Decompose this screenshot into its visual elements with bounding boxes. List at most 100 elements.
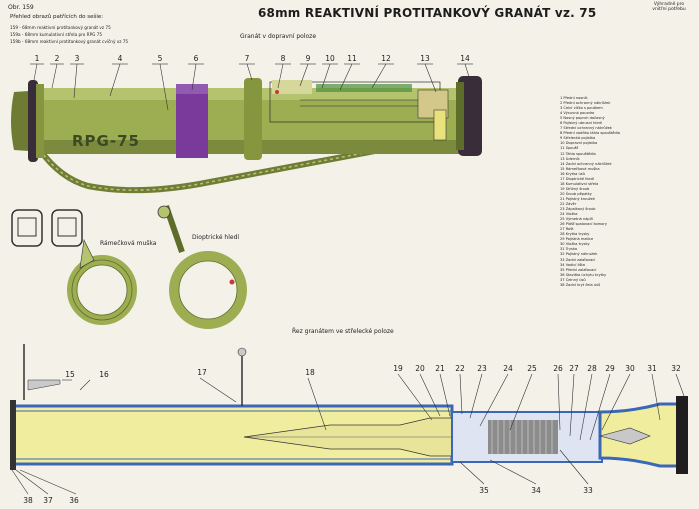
callout-number: 7 bbox=[244, 54, 250, 63]
callout-number: 22 bbox=[455, 364, 465, 373]
callout-number: 15 bbox=[65, 370, 75, 379]
callout-number: 27 bbox=[569, 364, 579, 373]
callout-number: 34 bbox=[531, 486, 541, 495]
parts-legend: 1 Přední nosník 2 Přední ochranný nákrůž… bbox=[560, 96, 680, 288]
callout-number: 3 bbox=[74, 54, 80, 63]
callout-number: 2 bbox=[54, 54, 60, 63]
diopter-sight-caption: Dioptrické hledí bbox=[192, 234, 240, 241]
sight-cover bbox=[176, 84, 208, 158]
legend-item: 28 Krytka trysky bbox=[560, 232, 590, 237]
callout-number: 26 bbox=[553, 364, 563, 373]
legend-item: 10 Dopravní pojistka bbox=[560, 141, 598, 146]
legend-item: 18 Kumulativní střela bbox=[560, 181, 599, 186]
legend-item: 22 Závěr bbox=[560, 201, 577, 206]
legend-item: 25 Výmetná náplň bbox=[560, 217, 593, 222]
callout-number: 13 bbox=[420, 54, 430, 63]
firing-rod bbox=[316, 84, 412, 92]
tube-marking: RPG-75 bbox=[72, 132, 140, 150]
callout-number: 9 bbox=[305, 54, 311, 63]
callout-number: 36 bbox=[69, 496, 79, 505]
legend-item: 34 Vodicí lišta bbox=[560, 262, 585, 267]
legend-item: 11 Spoušť bbox=[560, 146, 579, 151]
middle-ring bbox=[244, 78, 262, 160]
legend-item: 17 Dioptrické hledí bbox=[560, 176, 594, 181]
top-view-caption: Granát v dopravní poloze bbox=[240, 33, 317, 40]
legend-item: 12 Táhlo spouštědla bbox=[560, 151, 596, 156]
legend-item: 31 Tryska bbox=[560, 247, 578, 252]
legend-item: 27 Rošt bbox=[560, 227, 574, 232]
callout-number: 17 bbox=[197, 368, 207, 377]
legend-item: 23 Zápalkový šroub bbox=[560, 207, 596, 212]
frame-sight-caption: Rámečková muška bbox=[100, 240, 157, 247]
propellant-charge bbox=[488, 420, 558, 454]
overview-item: 159 - 68mm reaktivní protitankový granát… bbox=[10, 25, 111, 30]
sight-details bbox=[11, 205, 247, 329]
callout-number: 24 bbox=[503, 364, 513, 373]
legend-item: 7 Střední ochranný nákrůžek bbox=[560, 126, 612, 131]
launcher-section-view bbox=[10, 344, 688, 495]
callout-number: 12 bbox=[381, 54, 391, 63]
callout-number: 1 bbox=[34, 54, 40, 63]
launcher-top-view bbox=[11, 63, 482, 194]
callout-number: 29 bbox=[605, 364, 615, 373]
legend-item: 26 Plášť spalovací komory bbox=[560, 222, 607, 227]
section-view-caption: Řez granátem ve střelecké poloze bbox=[292, 328, 394, 335]
callout-number: 33 bbox=[583, 486, 593, 495]
callout-number: 38 bbox=[23, 496, 33, 505]
legend-item: 15 Rámečková muška bbox=[560, 166, 600, 171]
callout-number: 35 bbox=[479, 486, 489, 495]
legend-item: 3 Čelní víčko s poutkem bbox=[560, 106, 603, 111]
poster-title: 68mm REAKTIVNÍ PROTITANKOVÝ GRANÁT vz. 7… bbox=[258, 6, 597, 20]
legend-item: 14 Zadní ochranný nákrůžek bbox=[560, 161, 612, 166]
callout-number: 8 bbox=[280, 54, 286, 63]
callout-number: 37 bbox=[43, 496, 53, 505]
legend-item: 35 Přední zalaťovací bbox=[560, 267, 597, 272]
callout-number: 25 bbox=[527, 364, 537, 373]
callout-number: 30 bbox=[625, 364, 635, 373]
callout-number: 6 bbox=[193, 54, 199, 63]
callout-number: 19 bbox=[393, 364, 403, 373]
callout-number: 21 bbox=[435, 364, 445, 373]
legend-item: 2 Přední ochranný nákrůžek bbox=[560, 101, 611, 106]
callout-number: 4 bbox=[117, 54, 123, 63]
legend-item: 38 Zadní kryt čela úsů bbox=[560, 282, 601, 287]
front-rubber-ring bbox=[28, 80, 38, 162]
callout-number: 10 bbox=[325, 54, 335, 63]
legend-item: 21 Pojistný kroužek bbox=[560, 196, 595, 201]
callout-number: 16 bbox=[99, 370, 109, 379]
figure-number: Obr. 159 bbox=[8, 4, 34, 11]
legend-item: 4 Výsuvná pouzdro bbox=[560, 111, 595, 116]
legend-item: 20 Šroub pěpatky bbox=[560, 191, 592, 196]
legend-item: 24 Vložka bbox=[560, 212, 578, 217]
rear-end-cap bbox=[676, 396, 688, 474]
safety-pin bbox=[275, 90, 279, 94]
legend-item: 30 Vložka trysky bbox=[560, 242, 590, 247]
classification-note: Výhradně pro vnitřní potřebu bbox=[652, 2, 686, 12]
legend-item: 5 Nosný popruh dočasný bbox=[560, 116, 605, 121]
legend-item: 33 Zadní zalaťovací bbox=[560, 257, 596, 262]
legend-item: 1 Přední nosník bbox=[560, 96, 588, 100]
overview-item: 159b - 68mm reaktivní protitankový graná… bbox=[10, 39, 129, 44]
legend-item: 8 Přední vodítko táhla spouštědla bbox=[560, 131, 620, 136]
callout-number: 14 bbox=[460, 54, 470, 63]
callout-number: 18 bbox=[305, 368, 315, 377]
callout-number: 11 bbox=[347, 54, 357, 63]
callout-number: 32 bbox=[671, 364, 681, 373]
legend-item: 19 Střižný šroub bbox=[560, 186, 590, 191]
overview-title: Přehled obrazů patřících do sešie: bbox=[10, 14, 104, 20]
legend-item: 32 Pojistný nákružek bbox=[560, 252, 598, 257]
callout-number: 5 bbox=[157, 54, 163, 63]
callout-number: 28 bbox=[587, 364, 597, 373]
legend-item: 6 Pojistný ubrusní hledí bbox=[560, 121, 602, 126]
legend-item: 9 Střelecká pojistka bbox=[560, 136, 596, 141]
legend-item: 13 Úderník bbox=[560, 156, 580, 161]
legend-item: 29 Pojistná matice bbox=[560, 237, 594, 242]
callout-number: 31 bbox=[647, 364, 657, 373]
callout-number: 23 bbox=[477, 364, 487, 373]
overview-item: 159a - 68mm kumulativní střela pro RPG 7… bbox=[10, 32, 103, 37]
legend-item: 16 Krytka úsů bbox=[560, 171, 585, 176]
callout-number: 20 bbox=[415, 364, 425, 373]
rear-sight-ring bbox=[169, 251, 247, 329]
